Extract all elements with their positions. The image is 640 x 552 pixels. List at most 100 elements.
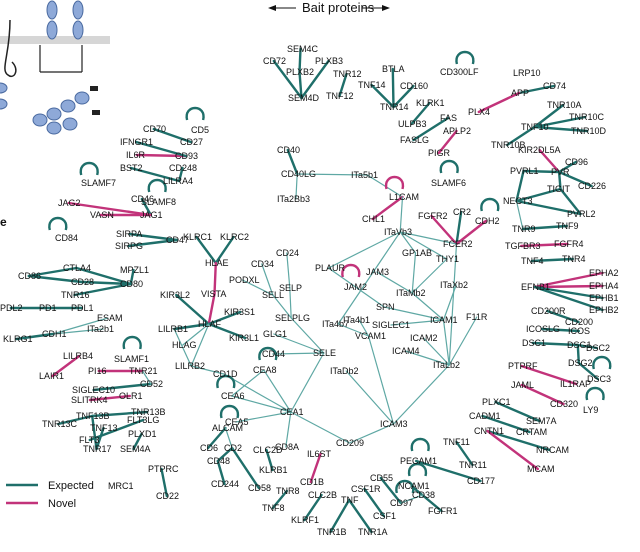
edge-podxl-sell: [241, 279, 274, 296]
edge-clc2d-klrb1: [265, 448, 274, 472]
node-pdl1: PDL1: [71, 303, 94, 313]
edge-plxb3-sem4d: [300, 59, 330, 100]
node-cr2: CR2: [453, 207, 471, 217]
node-icos: ICOS: [568, 326, 590, 336]
node-flt3: FLT3: [79, 435, 99, 445]
edge-itavb3-ita4b7: [337, 231, 401, 325]
node-btla: BTLA: [382, 64, 405, 74]
edge-plaur-spn: [327, 267, 385, 308]
edge-hlae-vista: [213, 261, 218, 296]
edge-icoslg-icos: [541, 327, 580, 333]
node-ita4b7: ITa4b7: [322, 319, 349, 329]
node-itadb2: ITaDb2: [330, 366, 359, 376]
node-aplp2: APLP2: [443, 126, 471, 136]
node-cd200r: CD200R: [531, 306, 566, 316]
node-cd27: CD27: [180, 137, 203, 147]
header-label: Bait proteins: [302, 0, 375, 15]
self-loop-cd97: [395, 479, 415, 494]
edge-cdh1-ita2b1: [52, 328, 104, 335]
edge-cr2-fcer2: [455, 210, 463, 246]
node-pvrl1: PVRL1: [510, 166, 539, 176]
edge-plxc1-sem7a: [494, 400, 541, 423]
edge-itavb3-gp1ab: [399, 231, 417, 254]
edge-dsg2-dsc3: [577, 361, 599, 381]
node-tnf13: TNF13: [90, 423, 118, 433]
node-f11r: F11R: [466, 312, 488, 322]
node-cd200: CD200: [565, 317, 593, 327]
edge-cd2-cd48: [216, 446, 234, 463]
edge-dsc1-dsg1: [531, 341, 579, 347]
node-tnr21: TNR21: [129, 366, 158, 376]
node-podxl: PODXL: [229, 275, 260, 285]
edge-tnr13b-tnf13b: [90, 410, 149, 418]
edge-cdh2-fcer2: [455, 219, 487, 246]
edge-ita4b1-vcam1: [358, 319, 370, 337]
edges: [9, 47, 612, 534]
self-loop-cea6: [216, 374, 236, 389]
node-sirpa: SIRPA: [116, 229, 142, 239]
edge-cadm1-crtam: [481, 414, 531, 434]
node-lair1: LAIR1: [39, 371, 64, 381]
node-chl1: CHL1: [362, 214, 385, 224]
node-slamf7: SLAMF7: [81, 178, 116, 188]
edge-lilrb4-lair1: [51, 354, 81, 378]
node-epha2: EPHA2: [589, 268, 619, 278]
node-alcam: ALCAM: [212, 423, 243, 433]
node-olr1: OLR1: [119, 391, 143, 401]
edge-il6st-cd1b: [309, 452, 322, 484]
edge-icam4-italb2: [404, 350, 450, 366]
edge-tnf4-tnr4: [530, 257, 574, 263]
node-vasn: VASN: [90, 210, 114, 220]
node-cd177: CD177: [467, 476, 495, 486]
edge-app-plx4: [477, 91, 521, 114]
self-loop-l1cam: [385, 175, 404, 190]
node-cd86: CD86: [18, 271, 41, 281]
node-esam: ESAM: [97, 313, 123, 323]
node-plxc1: PLXC1: [482, 397, 511, 407]
self-loop-ly9: [585, 386, 605, 401]
node-nrcam: NRCAM: [536, 445, 569, 455]
edge-icam3-cd209: [348, 423, 395, 444]
node-vcam1: VCAM1: [355, 331, 386, 341]
node-icoslg: ICOSLG: [526, 324, 560, 334]
node-klrc2: KLRC2: [220, 232, 249, 242]
node-klrf1: KLRF1: [291, 515, 319, 525]
edge-ifngr1-cd93: [134, 140, 188, 158]
edge-tnf13b-tnr17: [90, 414, 98, 451]
node-plxd1: PLXD1: [128, 429, 157, 439]
node-hlaf: HLAF: [198, 319, 222, 329]
edge-cd96-pvr: [557, 160, 577, 174]
node-siglec1: SIGLEC1: [372, 320, 410, 330]
self-loop-alcam: [220, 404, 239, 419]
edge-kir3l1-hlaf: [207, 322, 247, 340]
node-hlae: HLAE: [205, 258, 229, 268]
legend-novel-label: Novel: [48, 498, 76, 510]
node-cd93: CD93: [175, 151, 198, 161]
edge-app-cd74: [517, 84, 555, 95]
node-cea8: CEA8: [253, 365, 277, 375]
self-loop-dsc3: [592, 355, 612, 370]
node-cd97: CD97: [390, 498, 413, 508]
edge-spn-icam1: [383, 306, 445, 321]
edge-itavb3-plaur: [327, 231, 401, 269]
node-itamb2: ITaMb2: [396, 288, 426, 298]
edge-glg1-sele: [273, 333, 325, 354]
edge-tnr16-cd80: [73, 282, 133, 297]
edge-ptprf-il1rap: [520, 364, 578, 386]
node-italb2: ITaLb2: [433, 360, 460, 370]
node-kir3l2: KIR3L2: [160, 290, 190, 300]
edge-tnr10a-tnf10: [533, 103, 565, 129]
node-pecam1: PECAM1: [400, 456, 437, 466]
edge-cd34-sell: [261, 263, 274, 296]
edge-icam2-italb2: [422, 337, 450, 366]
node-mrc1: MRC1: [108, 481, 134, 491]
edge-l1cam-itavb3: [399, 196, 404, 233]
node-cd160: CD160: [400, 81, 428, 91]
edge-cd40lg-ita5b1: [296, 173, 368, 176]
edge-tnr12-tnf12: [338, 72, 348, 98]
edge-bst2-lilra4: [129, 166, 181, 183]
edge-cd70-cd27: [152, 127, 193, 144]
edge-csf1r-csf1: [363, 487, 385, 518]
